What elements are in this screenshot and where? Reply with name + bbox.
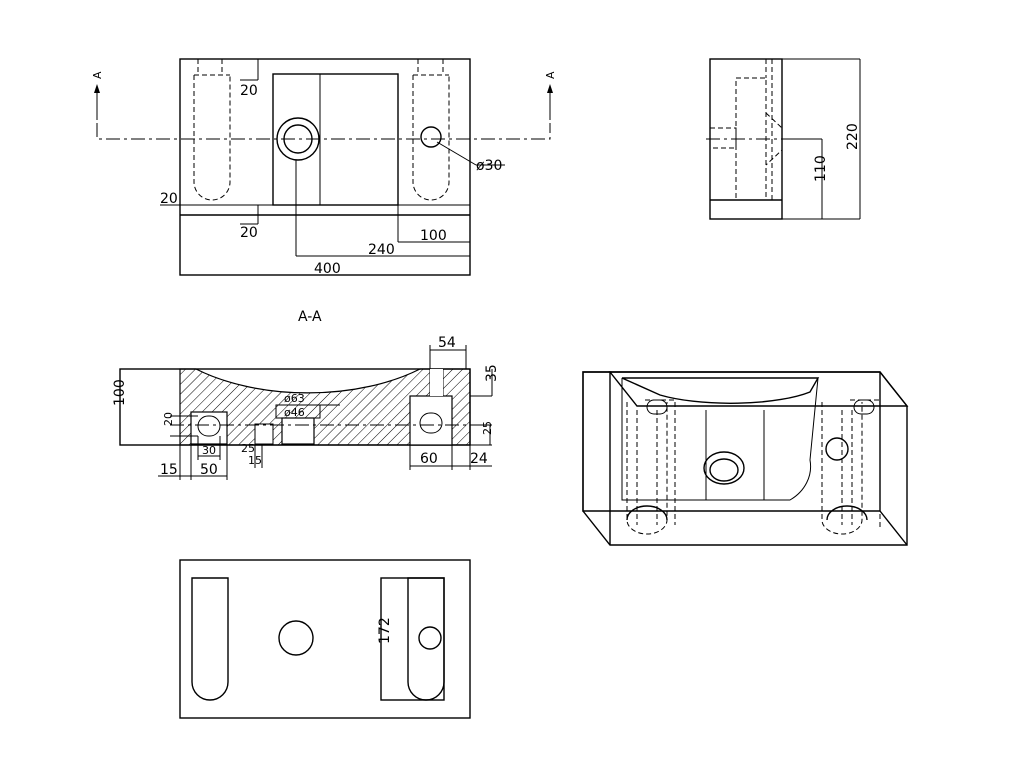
bottom-drain-hole xyxy=(278,620,314,656)
section-view: 54 35 100 ø63 ø46 20 30 15 50 25 15 60 2… xyxy=(112,335,500,480)
isometric-view xyxy=(582,371,909,546)
dim-plan-20-left: 20 xyxy=(160,191,178,207)
dim-sec-30: 30 xyxy=(202,444,216,457)
dim-sec-54: 54 xyxy=(438,335,456,351)
dim-sec-50: 50 xyxy=(200,462,218,478)
dim-plan-dia-30: ø30 xyxy=(476,158,502,174)
bottom-right-slot xyxy=(407,577,445,701)
section-marker-left: A xyxy=(91,71,104,79)
dim-sec-24: 24 xyxy=(470,451,488,467)
dim-side-220: 220 xyxy=(845,123,861,150)
dim-sec-dia-63: ø63 xyxy=(284,392,305,405)
plan-basin xyxy=(272,73,399,206)
iso-drain-outer xyxy=(703,451,745,485)
bottom-left-slot xyxy=(191,577,229,701)
dim-plan-20-top: 20 xyxy=(240,83,258,99)
iso-left-slot xyxy=(626,402,668,535)
dim-sec-15-left: 15 xyxy=(160,462,178,478)
dim-sec-25-right: 25 xyxy=(481,421,494,435)
dim-sec-60: 60 xyxy=(420,451,438,467)
dim-plan-100: 100 xyxy=(420,228,447,244)
iso-right-slot xyxy=(821,402,863,535)
section-hatched-body xyxy=(179,368,471,446)
dim-side-110: 110 xyxy=(813,155,829,182)
bottom-tap-hole xyxy=(418,626,442,650)
iso-basin-rim xyxy=(621,377,820,404)
dim-bottom-172: 172 xyxy=(377,617,393,644)
dim-plan-240: 240 xyxy=(368,242,395,258)
iso-drain-inner xyxy=(709,458,739,482)
dim-plan-20-bottom: 20 xyxy=(240,225,258,241)
dim-sec-15-mid: 15 xyxy=(248,454,262,467)
plan-view: A A 20 20 20 ø30 100 240 400 xyxy=(91,58,557,277)
plan-tap-hole xyxy=(420,126,442,148)
dim-plan-400: 400 xyxy=(314,261,341,277)
side-view: 220 110 xyxy=(706,58,861,220)
dim-sec-100: 100 xyxy=(112,379,128,406)
dim-sec-25-left: 25 xyxy=(241,442,255,455)
dim-sec-20: 20 xyxy=(162,412,175,426)
side-outline xyxy=(709,58,783,220)
dim-sec-35: 35 xyxy=(484,364,500,382)
bottom-view: 172 xyxy=(179,559,471,719)
dim-sec-dia-46: ø46 xyxy=(284,406,305,419)
plan-left-slot xyxy=(193,75,231,201)
plan-right-slot xyxy=(412,75,450,201)
section-title: A-A xyxy=(298,309,322,325)
section-marker-right: A xyxy=(544,71,557,79)
iso-tap-hole xyxy=(825,437,849,461)
bottom-outline xyxy=(179,559,471,719)
section-line-a xyxy=(96,123,551,140)
